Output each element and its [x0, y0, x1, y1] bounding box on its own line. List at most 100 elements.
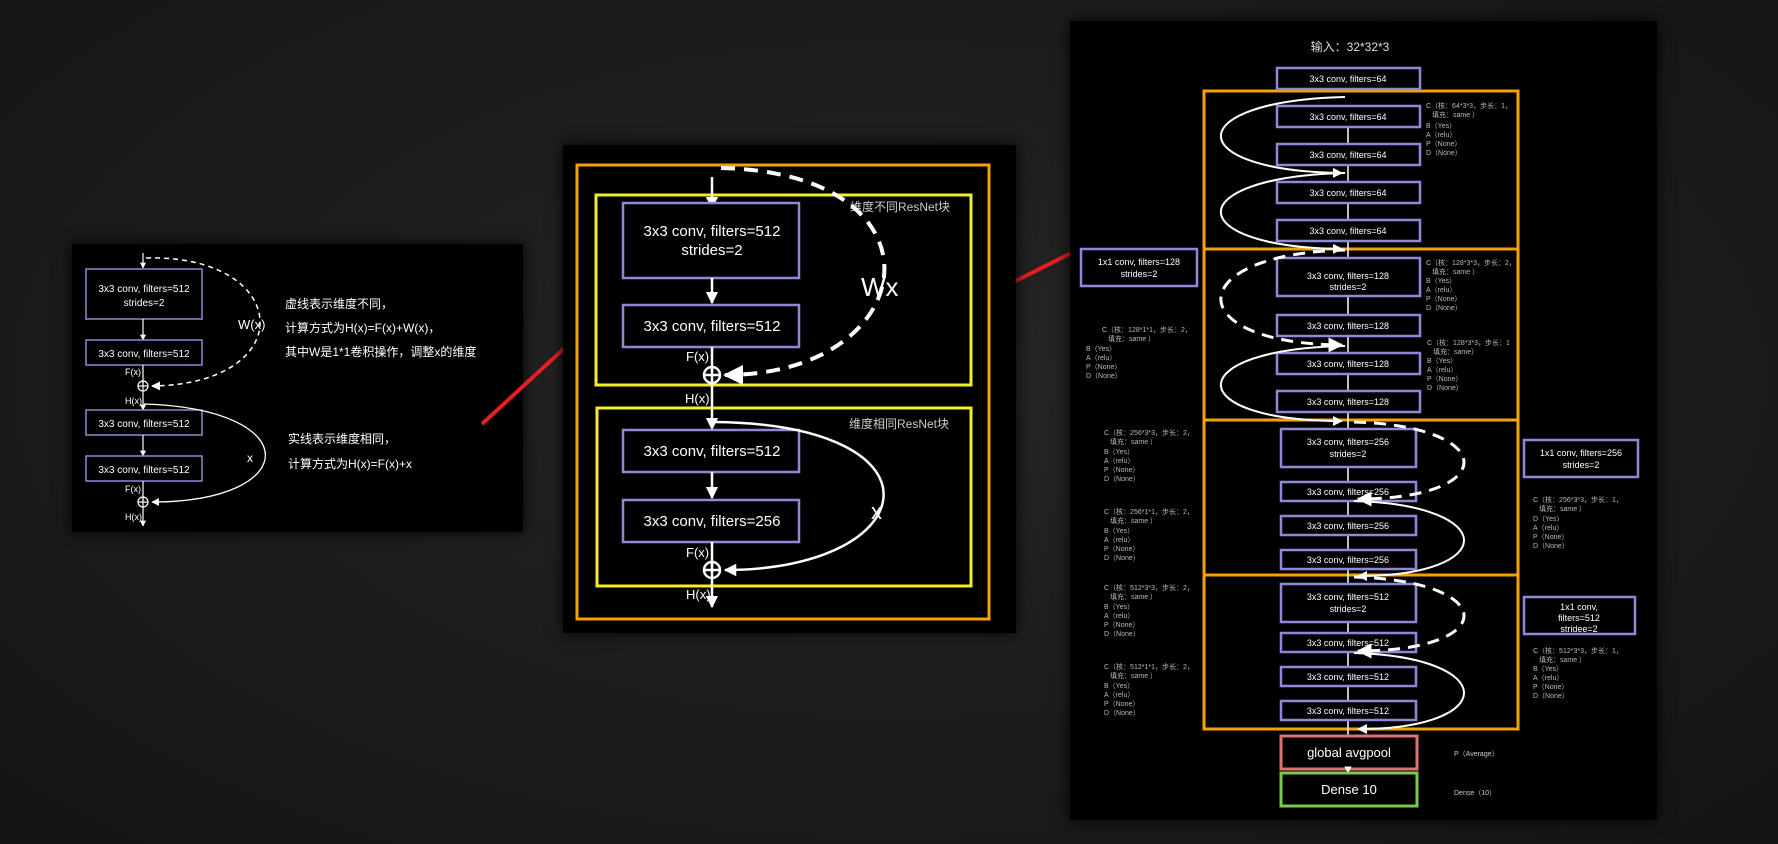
fx-label-top: F(x): [686, 349, 709, 364]
conv-128-strided-line2: strides=2: [1330, 282, 1367, 292]
skip-256-dashed: [1353, 420, 1466, 507]
side-conv-256-line2: strides=2: [1563, 460, 1600, 470]
conv-64-d: [1275, 218, 1422, 243]
conv-128-c-label: 3x3 conv, filters=128: [1307, 397, 1389, 407]
wx-label: Wx: [861, 272, 899, 302]
side-conv-512: [1522, 595, 1637, 636]
hx-label-1: H(x): [125, 396, 142, 406]
side-conv-512-line1: 1x1 conv,: [1560, 602, 1598, 612]
side-conv-512-line3: stridee=2: [1560, 624, 1597, 634]
note-64-p: P（None）: [1426, 140, 1461, 148]
layer-annotations: C（核：64*3*3，步长：1， 填充：same ） B（Yes） A（relu…: [1086, 101, 1623, 717]
note-256-line2: 填充：same ）: [1110, 437, 1157, 446]
note-512b-d: D（None）: [1104, 709, 1140, 717]
conv-128-b-label: 3x3 conv, filters=128: [1307, 359, 1389, 369]
note-256b-d: D（None）: [1104, 554, 1140, 562]
skip-128-solid: [1219, 345, 1346, 426]
conv-256-b-label: 3x3 conv, filters=256: [1307, 521, 1389, 531]
note-256r-line1: C（核：256*3*3，步长：1，: [1533, 495, 1623, 504]
note-64-d: D（None）: [1426, 149, 1462, 157]
conv-64-b-label: 3x3 conv, filters=64: [1309, 150, 1386, 160]
small-diagram: 3x3 conv, filters=512 strides=2 3x3 conv…: [85, 253, 476, 527]
note-256-a: A（relu）: [1104, 457, 1134, 465]
conv-256-c-label: 3x3 conv, filters=256: [1307, 555, 1389, 565]
conv-512-strided-line2: strides=2: [1330, 604, 1367, 614]
note-256-d: D（None）: [1104, 475, 1140, 483]
note-dashed-1: 虚线表示维度不同，: [285, 296, 393, 311]
note-512-line2: 填充：same ）: [1110, 592, 1157, 601]
side-conv-512-line2: filters=512: [1558, 613, 1600, 623]
diff-dim-label: 维度不同ResNet块: [850, 199, 950, 214]
conv-64-b: [1275, 142, 1422, 167]
note-512b-p: P（None）: [1104, 700, 1139, 708]
fx-label-bottom: F(x): [686, 545, 709, 560]
note-256r-d-yes: D（Yes）: [1533, 515, 1563, 523]
note-dashed-3: 其中W是1*1卷积操作，调整x的维度: [285, 344, 476, 359]
skip-512-dashed: [1353, 575, 1466, 659]
conv-block-1-line1: 3x3 conv, filters=512: [98, 284, 190, 295]
conv-64-c: [1275, 180, 1422, 205]
small-diagram-panel: 3x3 conv, filters=512 strides=2 3x3 conv…: [72, 244, 523, 532]
note-128b-b: B（Yes）: [1427, 357, 1457, 365]
note-128side-b: B（Yes）: [1086, 345, 1116, 353]
conv-64-initial-label: 3x3 conv, filters=64: [1309, 74, 1386, 84]
side-conv-128-line2: strides=2: [1121, 269, 1158, 279]
note-64-b: B（Yes）: [1426, 122, 1456, 130]
conv-512-label: 3x3 conv, filters=512: [644, 318, 781, 335]
note-128b-line1: C（核：128*3*3，步长：1: [1427, 338, 1510, 347]
conv-512-strided-line1: 3x3 conv, filters=512: [1307, 592, 1389, 602]
conv-256-c: [1279, 548, 1418, 571]
note-256r-d: D（None）: [1533, 542, 1569, 550]
conv-256-strided-line1: 3x3 conv, filters=256: [1307, 437, 1389, 447]
conv-256-b: [1279, 514, 1418, 537]
hx-label-2: H(x): [125, 512, 142, 522]
fx-label-1: F(x): [125, 367, 141, 377]
note-128side-d: D（None）: [1086, 372, 1122, 380]
note-128-a: A（relu）: [1426, 286, 1456, 294]
note-512b-b: B（Yes）: [1104, 682, 1134, 690]
conv-block-1: [85, 268, 203, 320]
note-256-b: B（Yes）: [1104, 448, 1134, 456]
note-256b-line1: C（核：256*1*1，步长：2，: [1104, 507, 1194, 516]
conv-512-strided: [1279, 582, 1418, 624]
note-128b-p: P（None）: [1427, 375, 1462, 383]
conv-512-b-label: 3x3 conv, filters=512: [1307, 672, 1389, 682]
wx-label: W(x): [238, 317, 265, 332]
side-conv-128-line1: 1x1 conv, filters=128: [1098, 257, 1180, 267]
conv-stack: 3x3 conv, filters=64 3x3 conv, filters=6…: [1275, 66, 1422, 722]
conv-block-2: [85, 339, 203, 366]
note-256b-line2: 填充：same ）: [1110, 516, 1157, 525]
note-256b-b: B（Yes）: [1104, 527, 1134, 535]
conv-256-strided-line2: strides=2: [1330, 449, 1367, 459]
note-512-a: A（relu）: [1104, 612, 1134, 620]
note-256r-p: P（None）: [1533, 533, 1568, 541]
note-dashed-2: 计算方式为H(x)=F(x)+W(x)，: [285, 320, 440, 335]
conv-512-c: [1279, 699, 1418, 722]
conv-512-a-label: 3x3 conv, filters=512: [1307, 638, 1389, 648]
note-128side-line2: 填充：same ）: [1108, 334, 1155, 343]
conv-128-c: [1275, 389, 1422, 414]
note-256b-p: P（None）: [1104, 545, 1139, 553]
note-512r-line2: 填充：same ）: [1539, 655, 1586, 664]
note-256r-a: A（relu）: [1533, 524, 1563, 532]
global-avgpool-label: global avgpool: [1307, 745, 1391, 760]
medium-diagram-panel: 维度不同ResNet块 维度相同ResNet块 3x3 conv, filter…: [563, 145, 1016, 633]
note-128b-a: A（relu）: [1427, 366, 1457, 374]
conv-64-a: [1275, 104, 1422, 129]
dense-box: [1279, 771, 1419, 808]
side-conv-256-line1: 1x1 conv, filters=256: [1540, 448, 1622, 458]
note-128-b: B（Yes）: [1426, 277, 1456, 285]
note-64-a: A（relu）: [1426, 131, 1456, 139]
conv-256-strided: [1279, 427, 1418, 469]
note-512-line1: C（核：512*3*3，步长：2，: [1104, 583, 1194, 592]
diff-dim-block-frame: [594, 193, 973, 387]
conv-64-c-label: 3x3 conv, filters=64: [1309, 188, 1386, 198]
conv-block-3-label: 3x3 conv, filters=512: [98, 419, 190, 430]
conv-block-4: [85, 455, 203, 482]
conv-256-a: [1279, 480, 1418, 503]
note-512b-line2: 填充：same ）: [1110, 671, 1157, 680]
skip-128-dashed: [1219, 248, 1346, 353]
note-256-p: P（None）: [1104, 466, 1139, 474]
conv-128-b: [1275, 351, 1422, 376]
note-512r-b: B（Yes）: [1533, 665, 1563, 673]
